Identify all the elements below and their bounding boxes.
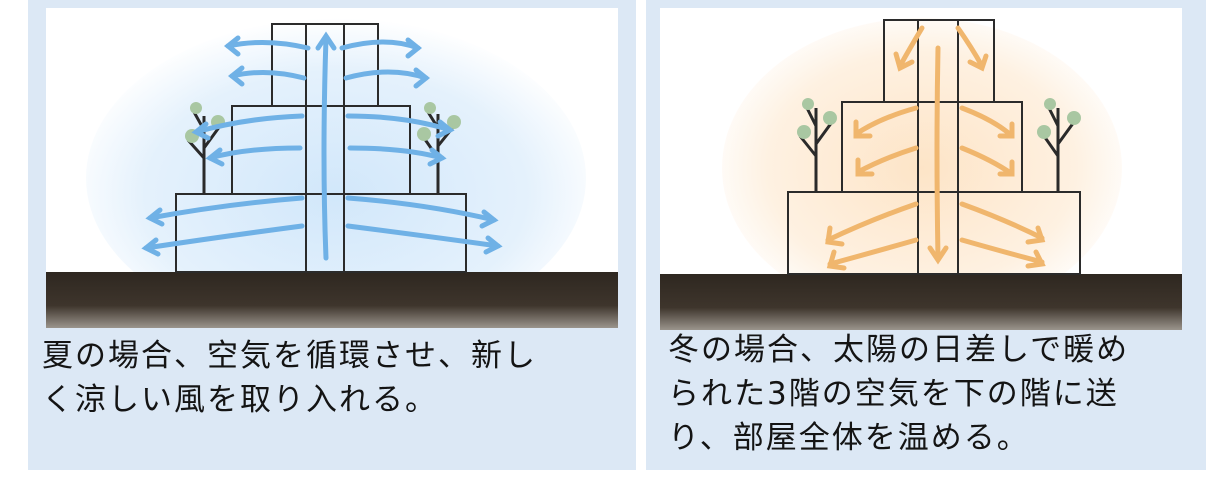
arrowhead: [927, 245, 949, 265]
ground: [660, 274, 1182, 330]
arrowhead: [427, 147, 447, 167]
winter-caption-line: 冬の場合、太陽の日差しで暖め: [668, 332, 1130, 368]
arrowhead: [893, 51, 915, 72]
winter-caption-line: られた3階の空気を下の階に送: [668, 376, 1119, 412]
arrowhead: [1025, 249, 1046, 269]
arrowhead: [413, 67, 431, 89]
arrowhead: [405, 37, 423, 59]
arrowhead: [205, 147, 225, 167]
airflow-arrow: [207, 145, 303, 161]
arrowhead: [967, 53, 989, 72]
airflow-arrow: [959, 201, 1045, 241]
summer-caption-line: く涼しい風を取り入れる。: [42, 382, 438, 418]
airflow-arrow: [897, 25, 925, 69]
arrowhead: [223, 35, 241, 57]
airflow-arrow: [959, 237, 1045, 265]
arrowhead: [435, 119, 455, 139]
arrowhead: [141, 237, 161, 257]
summer-caption-line: 夏の場合、空気を循環させ、新し: [42, 338, 537, 374]
airflow-arrow: [345, 113, 453, 133]
airflow-arrow: [343, 69, 429, 81]
airflow-arrow: [143, 223, 305, 251]
arrowhead: [315, 31, 337, 51]
arrowhead: [826, 249, 847, 271]
arrowhead: [855, 157, 875, 177]
airflow-arrow: [853, 105, 919, 137]
summer-building-diagram: [46, 18, 618, 328]
airflow-arrow: [959, 105, 1015, 139]
arrowhead: [825, 225, 845, 247]
arrowhead: [997, 121, 1015, 139]
airflow-arrows: [141, 31, 503, 261]
winter-caption: 冬の場合、太陽の日差しで暖め られた3階の空気を下の階に送 り、部屋全体を温める…: [668, 328, 1129, 460]
arrowhead: [479, 209, 499, 229]
arrowhead: [853, 119, 873, 139]
arrowhead: [145, 207, 165, 227]
airflow-arrow: [321, 35, 329, 261]
winter-building-diagram: [660, 18, 1182, 330]
summer-caption: 夏の場合、空気を循環させ、新し く涼しい風を取り入れる。: [42, 334, 537, 422]
airflow-arrow: [955, 25, 985, 69]
arrowhead: [997, 159, 1015, 177]
airflow-arrow: [193, 113, 305, 135]
airflow-arrows: [825, 25, 1046, 271]
arrowhead: [483, 235, 503, 255]
summer-panel: 夏の場合、空気を循環させ、新し く涼しい風を取り入れる。: [28, 0, 636, 470]
airflow-arrow: [934, 45, 941, 261]
airflow-arrow: [827, 237, 919, 267]
arrowhead: [1025, 225, 1046, 245]
airflow-arrow: [345, 195, 497, 223]
airflow-arrow: [825, 201, 919, 243]
tree-right: [1037, 98, 1081, 192]
airflow-arrow: [855, 145, 919, 175]
arrowhead: [191, 121, 211, 141]
airflow-arrow: [229, 69, 307, 81]
ground: [46, 272, 618, 328]
summer-illustration: [46, 8, 618, 328]
cool-air-glow: [86, 18, 586, 328]
tree-left: [797, 98, 837, 192]
winter-caption-line: り、部屋全体を温める。: [668, 420, 1030, 456]
airflow-arrow: [147, 195, 305, 221]
arrowhead: [227, 65, 245, 87]
airflow-arrow: [225, 39, 311, 51]
winter-panel: 冬の場合、太陽の日差しで暖め られた3階の空気を下の階に送 り、部屋全体を温める…: [646, 0, 1206, 470]
winter-illustration: [660, 8, 1182, 330]
airflow-arrow: [345, 223, 501, 249]
airflow-arrow: [347, 145, 445, 161]
warm-air-glow: [722, 18, 1122, 318]
